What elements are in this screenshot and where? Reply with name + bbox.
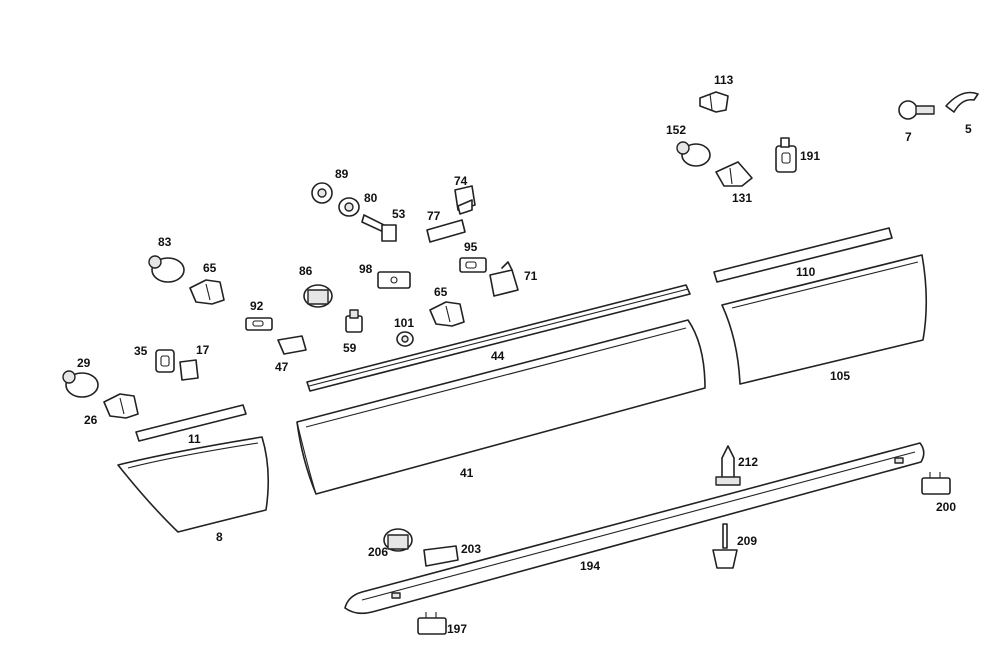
- callout-191: 191: [800, 149, 820, 163]
- callout-92: 92: [250, 299, 264, 313]
- callout-131: 131: [732, 191, 752, 205]
- callout-26: 26: [84, 413, 98, 427]
- callout-41: 41: [460, 466, 474, 480]
- callout-47: 47: [275, 360, 289, 374]
- clip-35: [155, 349, 175, 373]
- callout-98: 98: [359, 262, 373, 276]
- callout-89: 89: [335, 167, 349, 181]
- callout-101: 101: [394, 316, 414, 330]
- callout-209: 209: [737, 534, 757, 548]
- clip-191: [775, 137, 797, 173]
- grommet-89: [311, 182, 333, 204]
- clip-17: [179, 359, 199, 381]
- front-fender-molding-105: [721, 254, 928, 385]
- callout-110: 110: [796, 265, 816, 279]
- clip-113: [699, 91, 729, 113]
- clip-212: [715, 445, 741, 486]
- callout-105: 105: [830, 369, 850, 383]
- door-molding-41: [296, 319, 706, 495]
- callout-212: 212: [738, 455, 758, 469]
- callout-80: 80: [364, 191, 378, 205]
- plate-77: [426, 219, 466, 243]
- clip-95: [459, 257, 487, 273]
- callout-200: 200: [936, 500, 956, 514]
- washer-101: [396, 331, 414, 347]
- callout-5: 5: [965, 122, 972, 136]
- callout-83: 83: [158, 235, 172, 249]
- clip-92: [245, 317, 273, 331]
- callout-44: 44: [491, 349, 505, 363]
- trim-strip-11: [135, 404, 247, 442]
- callout-194: 194: [580, 559, 600, 573]
- callout-95: 95: [464, 240, 478, 254]
- clip-5: [945, 91, 979, 113]
- clip-65-upper: [189, 279, 225, 305]
- trim-strip-110: [713, 227, 893, 283]
- callout-17: 17: [196, 343, 210, 357]
- clip-98: [377, 271, 411, 289]
- clip-26: [103, 393, 139, 419]
- callout-86: 86: [299, 264, 313, 278]
- rear-fender-molding-8: [117, 436, 270, 533]
- callout-74: 74: [454, 174, 468, 188]
- clip-86: [303, 284, 333, 308]
- screw-209: [712, 523, 738, 569]
- rocker-panel-194: [344, 442, 925, 615]
- callout-29: 29: [77, 356, 91, 370]
- callout-7: 7: [905, 130, 912, 144]
- clip-59: [345, 309, 363, 333]
- bracket-74: [454, 185, 476, 215]
- grommet-83: [148, 255, 185, 283]
- callout-65-upper: 65: [203, 261, 217, 275]
- grommet-29: [62, 370, 99, 398]
- callout-59: 59: [343, 341, 357, 355]
- callout-35: 35: [134, 344, 148, 358]
- callout-65-lower: 65: [434, 285, 448, 299]
- clip-203: [423, 545, 459, 567]
- callout-11: 11: [188, 432, 201, 446]
- grommet-152: [676, 141, 711, 167]
- clip-200: [921, 472, 951, 495]
- callout-77: 77: [427, 209, 441, 223]
- callout-113: 113: [714, 73, 734, 87]
- clip-206: [383, 528, 413, 552]
- trim-strip-44: [306, 284, 691, 392]
- callout-206: 206: [368, 545, 388, 559]
- callout-197: 197: [447, 622, 467, 636]
- callout-8: 8: [216, 530, 223, 544]
- callout-53: 53: [392, 207, 406, 221]
- bolt-7: [898, 100, 935, 120]
- washer-80: [338, 197, 360, 217]
- clip-131: [715, 161, 753, 187]
- callout-152: 152: [666, 123, 686, 137]
- callout-203: 203: [461, 542, 481, 556]
- callout-71: 71: [524, 269, 538, 283]
- bracket-71: [489, 261, 519, 297]
- clip-47: [277, 335, 307, 355]
- stud-53: [361, 214, 397, 242]
- clip-197: [417, 612, 447, 635]
- clip-65-lower: [429, 301, 465, 327]
